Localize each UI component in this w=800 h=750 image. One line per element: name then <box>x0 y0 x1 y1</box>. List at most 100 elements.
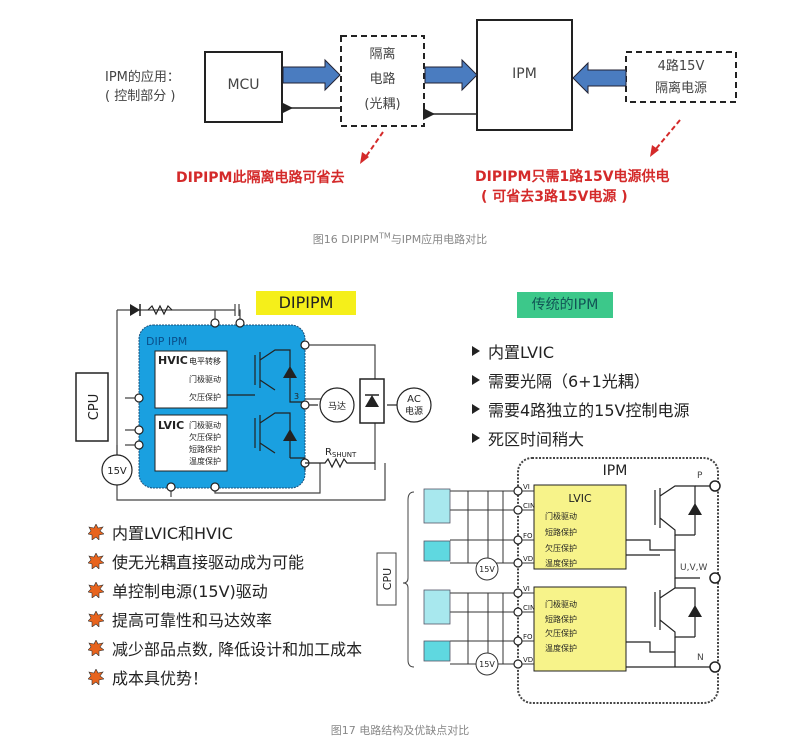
ipm-pin-terminal <box>513 588 523 598</box>
cpu-brace <box>402 491 415 668</box>
mcu-box <box>204 51 283 123</box>
advantage-text: 提高可靠性和马达效率 <box>112 610 273 630</box>
diode-top <box>130 304 140 316</box>
ipm-lower-ic <box>533 586 627 672</box>
ipm-label: IPM <box>512 66 537 82</box>
shunt-resistor <box>305 457 375 469</box>
starburst-icon <box>88 668 104 685</box>
starburst-icon <box>88 581 104 598</box>
ipm-pin-terminal <box>513 486 523 496</box>
lvic-func-1: 欠压保护 <box>189 432 221 442</box>
ipm-cpu-box <box>376 552 397 606</box>
ipm-pin-label: FO <box>523 532 533 540</box>
motor-label: 马达 <box>328 400 346 412</box>
note-right-line2: ( 可省去3路15V电源 ) <box>481 189 628 205</box>
red-pointer-left <box>364 131 384 159</box>
ipm-lower-func-1: 短路保护 <box>545 614 577 624</box>
opto-upper-2 <box>423 540 451 562</box>
arrow-mcu-to-isolation <box>282 58 341 92</box>
ipm-upper-ic <box>533 484 627 570</box>
note-right-line1: DIPIPM只需1路15V电源供电 <box>475 169 670 185</box>
ipm-lvic-name: LVIC <box>568 492 592 505</box>
phase-count: 3 <box>294 392 299 401</box>
ipm-pin-terminal <box>513 558 523 568</box>
caption16-prefix: 图16 DIPIPM <box>312 233 380 246</box>
starburst-icon <box>88 552 104 569</box>
ipm-upper-func-0: 门极驱动 <box>545 511 577 521</box>
ipm-pin-label: VI <box>523 585 530 593</box>
starburst-icon <box>88 523 104 540</box>
ipm-15v-upper <box>475 557 499 581</box>
ac-label-1: AC <box>407 394 421 405</box>
ipm-pin-label: CIN <box>523 604 535 612</box>
ipm-pin-terminal <box>513 535 523 545</box>
advantage-text: 成本具优势！ <box>112 668 209 688</box>
shunt-sub: SHUNT <box>332 451 357 459</box>
advantage-item: 成本具优势！ <box>88 662 362 691</box>
advantage-text: 减少部品点数, 降低设计和加工成本 <box>112 639 363 659</box>
motor-circle <box>319 387 355 423</box>
isolation-line2: 电路 <box>369 72 396 87</box>
ipm-pin-label: VI <box>523 483 530 491</box>
dipipm-cpu-label: CPU <box>87 394 102 420</box>
left-label-line1: IPM的应用： <box>105 70 180 85</box>
arrow-bullet-icon <box>472 432 480 443</box>
ipm-lower-func-3: 温度保护 <box>545 643 577 653</box>
starburst-icon <box>88 610 104 627</box>
isolation-box <box>340 35 425 127</box>
power-label: 4路15V 隔离电源 <box>626 56 736 100</box>
ipm-diode-lower <box>688 605 702 617</box>
ipm-upper-func-2: 欠压保护 <box>545 543 577 553</box>
hvic-func-0: 电平转移 <box>189 356 221 366</box>
dipipm-advantages: 内置LVIC和HVIC 使无光耦直接驱动成为可能 单控制电源(15V)驱动 提高… <box>88 517 362 691</box>
traditional-point-text: 需要光隔（6+1光耦） <box>488 371 650 391</box>
dipipm-title: DIPIPM <box>256 291 356 315</box>
isolation-label: 隔离 电路 (光耦) <box>341 42 424 117</box>
ipm-box <box>476 19 573 131</box>
resistor-top <box>147 304 173 316</box>
dipipm-15v-label: 15V <box>107 466 127 477</box>
advantage-item: 减少部品点数, 降低设计和加工成本 <box>88 633 362 662</box>
lvic-func-2: 短路保护 <box>189 444 221 454</box>
fig16-block-diagram <box>204 19 737 164</box>
traditional-point: 需要光隔（6+1光耦） <box>472 365 690 394</box>
ipm-title: IPM <box>603 463 628 479</box>
shunt-r: R <box>325 447 332 458</box>
isolation-line3: (光耦) <box>364 97 401 112</box>
ipm-pin-label: FO <box>523 633 533 641</box>
terminal-p: P <box>697 471 703 481</box>
note-right: DIPIPM只需1路15V电源供电 ( 可省去3路15V电源 ) <box>475 167 670 207</box>
note-left: DIPIPM此隔离电路可省去 <box>176 170 345 186</box>
power-line1: 4路15V <box>657 59 705 74</box>
dipipm-module-label: DIP IPM <box>146 335 187 348</box>
traditional-point-text: 需要4路独立的15V控制电源 <box>488 400 690 420</box>
hvic-name: HVIC <box>158 354 188 367</box>
arrow-bullet-icon <box>472 374 480 385</box>
ipm-pin-label: VD <box>523 555 533 563</box>
ipm-cpu-label: CPU <box>381 568 394 590</box>
dipipm-cpu-box <box>75 372 109 442</box>
ipm-pin-label: VD <box>523 656 533 664</box>
traditional-point-text: 内置LVIC <box>488 342 554 362</box>
traditional-title: 传统的IPM <box>517 292 613 318</box>
ac-label-2: 电源 <box>405 405 423 417</box>
arrow-bullet-icon <box>472 345 480 356</box>
shunt-label: RSHUNT <box>325 447 357 459</box>
arrow-bullet-icon <box>472 403 480 414</box>
lvic-box <box>154 414 228 472</box>
lvic-name: LVIC <box>158 419 184 432</box>
advantage-item: 使无光耦直接驱动成为可能 <box>88 546 362 575</box>
terminal-n: N <box>697 653 704 663</box>
ipm-15v-lower-label: 15V <box>479 660 495 669</box>
terminal-uvw: U,V,W <box>680 563 707 573</box>
traditional-point: 内置LVIC <box>472 336 690 365</box>
ipm-diode-upper <box>688 503 702 515</box>
fig16-left-label: IPM的应用： ( 控制部分 ) <box>105 68 180 106</box>
ipm-upper-func-3: 温度保护 <box>545 558 577 568</box>
power-line2: 隔离电源 <box>654 81 707 96</box>
ipm-lower-func-0: 门极驱动 <box>545 599 577 609</box>
caption16-suffix: 与IPM应用电路对比 <box>390 233 488 246</box>
traditional-point: 需要4路独立的15V控制电源 <box>472 394 690 423</box>
advantage-text: 内置LVIC和HVIC <box>112 523 233 543</box>
